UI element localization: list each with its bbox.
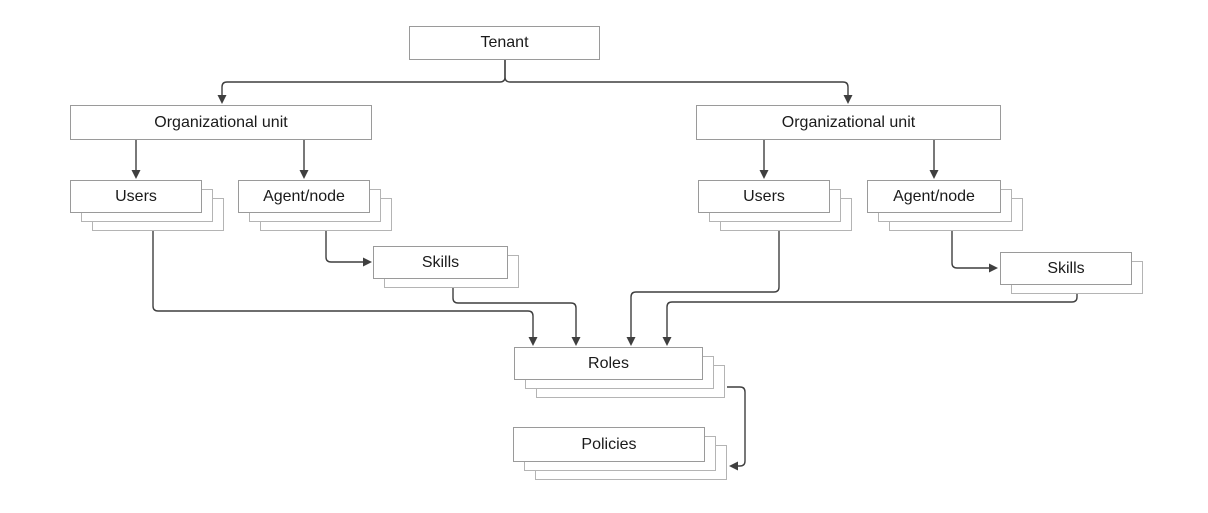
node-box: Organizational unit — [70, 105, 372, 140]
arrowhead-down-icon — [929, 170, 939, 179]
edge-agent-left-to-skills-left — [325, 231, 363, 263]
arrowhead-down-icon — [843, 95, 853, 104]
node-organizational-unit-right: Organizational unit — [696, 105, 1001, 140]
node-box: Organizational unit — [696, 105, 1001, 140]
arrowhead-down-icon — [131, 170, 141, 179]
node-label: Users — [743, 187, 785, 205]
node-users-left: Users — [70, 180, 224, 231]
edge-skills-right-to-roles — [666, 294, 1078, 337]
node-agent-node-right: Agent/node — [867, 180, 1023, 231]
node-roles: Roles — [514, 347, 725, 398]
node-label: Agent/node — [893, 187, 975, 205]
node-box: Policies — [513, 427, 705, 462]
node-box: Users — [698, 180, 830, 213]
node-organizational-unit-left: Organizational unit — [70, 105, 372, 140]
arrowhead-right-icon — [989, 263, 998, 273]
arrowhead-down-icon — [299, 170, 309, 179]
arrowhead-right-icon — [363, 257, 372, 267]
node-box: Skills — [1000, 252, 1132, 285]
node-tenant: Tenant — [409, 26, 600, 60]
node-users-right: Users — [698, 180, 852, 231]
edge-roles-to-policies — [727, 386, 746, 467]
node-box: Roles — [514, 347, 703, 380]
node-box: Agent/node — [867, 180, 1001, 213]
edge-agent-right-to-skills-right — [951, 231, 989, 269]
node-box: Skills — [373, 246, 508, 279]
edge-skills-left-to-roles — [452, 288, 577, 337]
arrowhead-down-icon — [759, 170, 769, 179]
edge-tenant-to-ou-left — [221, 60, 506, 95]
node-label: Tenant — [480, 34, 529, 51]
node-label: Skills — [1047, 259, 1085, 277]
node-agent-node-left: Agent/node — [238, 180, 392, 231]
node-box: Tenant — [409, 26, 600, 60]
edge-users-right-to-roles — [630, 231, 780, 337]
edge-tenant-to-ou-right — [504, 60, 849, 95]
node-label: Policies — [581, 435, 637, 453]
node-box: Users — [70, 180, 202, 213]
node-box: Agent/node — [238, 180, 370, 213]
node-label: Agent/node — [263, 187, 345, 205]
arrowhead-left-icon — [729, 461, 738, 471]
node-label: Skills — [421, 253, 460, 271]
node-skills-left: Skills — [373, 246, 519, 288]
edge-users-left-to-roles — [152, 231, 534, 337]
arrowhead-down-icon — [626, 337, 636, 346]
node-skills-right: Skills — [1000, 252, 1143, 294]
arrowhead-down-icon — [662, 337, 672, 346]
node-label: Organizational unit — [154, 113, 288, 131]
arrowhead-down-icon — [528, 337, 538, 346]
arrowhead-down-icon — [217, 95, 227, 104]
node-label: Organizational unit — [781, 113, 916, 131]
node-label: Users — [115, 187, 157, 205]
arrowhead-down-icon — [571, 337, 581, 346]
node-label: Roles — [588, 354, 629, 372]
node-policies: Policies — [513, 427, 727, 480]
